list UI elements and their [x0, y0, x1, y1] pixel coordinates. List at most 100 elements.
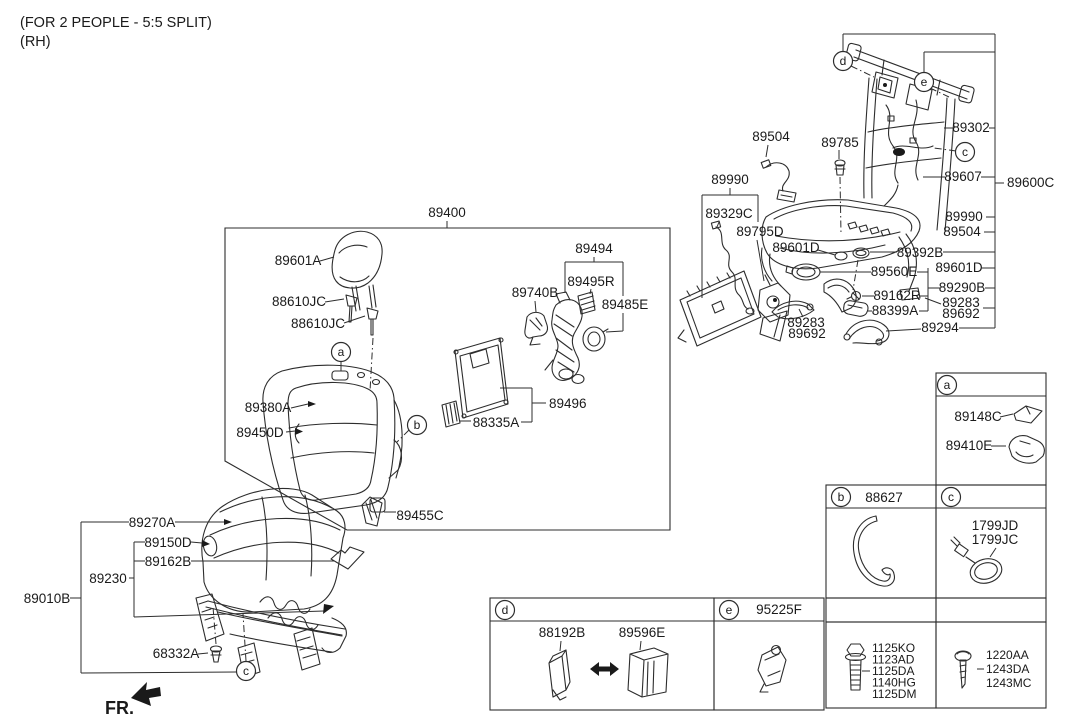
callout-e-legend: e: [718, 599, 740, 621]
label-89283-left: 89283: [787, 315, 825, 330]
legend-a-content: 89148C 89410E: [946, 405, 1045, 464]
pad-89455C-drawing: [361, 496, 383, 527]
label-89450D: 89450D: [236, 425, 284, 440]
label-89496: 89496: [549, 396, 587, 411]
label-89148C: 89148C: [954, 409, 1002, 424]
ring-89392B-drawing: [852, 247, 870, 259]
legend-e-content: [757, 644, 787, 693]
clip-89162R-drawing: [846, 290, 862, 302]
label-88399A: 88399A: [872, 303, 919, 318]
label-89162R: 89162R: [873, 288, 921, 303]
header-line2: (RH): [20, 34, 51, 50]
label-89010B: 89010B: [24, 591, 71, 606]
leader-arrowheads: [202, 401, 334, 614]
wire-89329C-drawing: [710, 220, 755, 315]
bush-89601D-drawing: [834, 251, 848, 261]
svg-text:a: a: [338, 345, 345, 359]
assembly-box-89400: [224, 221, 671, 531]
label-89494: 89494: [575, 241, 613, 256]
label-89601A: 89601A: [275, 253, 322, 268]
patch-89162B-drawing: [330, 546, 365, 570]
label-1799JC: 1799JC: [972, 532, 1019, 547]
callout-b-legend: b: [830, 486, 852, 508]
label-89485E: 89485E: [602, 297, 649, 312]
label-89504-left: 89504: [752, 129, 790, 144]
svg-text:c: c: [948, 490, 954, 504]
svg-text:b: b: [414, 418, 421, 432]
legend-d-content: 88192B 89596E: [539, 625, 669, 701]
label-89410E: 89410E: [946, 438, 993, 453]
clip-68332A-drawing: [209, 645, 223, 663]
bolt-drawing: [844, 643, 867, 691]
label-88335A: 88335A: [473, 415, 520, 430]
label-89692-right: 89692: [942, 306, 980, 321]
svg-text:c: c: [243, 664, 249, 678]
strap-89283-left-drawing: [759, 300, 815, 342]
svg-text:d: d: [840, 54, 847, 68]
cover-89560E-drawing: [785, 263, 821, 281]
callout-d-frame: d: [832, 50, 854, 72]
cap-88399A-drawing: [843, 300, 869, 317]
leader-lines: [70, 33, 1014, 674]
label-89504-right: 89504: [943, 224, 981, 239]
side-cover-89990-drawing: [677, 270, 762, 347]
callout-e-frame: e: [913, 71, 935, 93]
board-89496-drawing: [453, 337, 509, 419]
label-88610JC-2: 88610JC: [291, 316, 345, 331]
cushion-pan-drawing: [195, 593, 347, 678]
bracket-89740B-drawing: [524, 311, 549, 346]
strap-89294-drawing: [843, 319, 890, 346]
headrest-guides-drawing: [345, 294, 379, 336]
label-89795D: 89795D: [736, 224, 784, 239]
dash-dot-lines: [212, 65, 957, 662]
callout-c-cushion: c: [235, 660, 257, 682]
pad-88335A-drawing: [441, 400, 461, 428]
fr-arrow-icon: [131, 682, 161, 706]
swap-arrow-icon: [590, 662, 619, 676]
legend-b-title: 88627: [865, 490, 903, 505]
label-88610JC-1: 88610JC: [272, 294, 326, 309]
latch-89494-drawing: [544, 291, 585, 385]
label-89600C: 89600C: [1007, 175, 1055, 190]
label-89294: 89294: [921, 320, 959, 335]
headrest-drawing: [331, 230, 383, 312]
code-1140HG: 1140HG: [872, 676, 916, 690]
label-89162B: 89162B: [145, 554, 192, 569]
label-89283-right: 89283: [942, 295, 980, 310]
label-89400: 89400: [428, 205, 466, 220]
label-89560E: 89560E: [871, 264, 918, 279]
wire-89504-drawing: [760, 159, 797, 203]
label-89270A: 89270A: [129, 515, 176, 530]
handle-89485E-drawing: [582, 326, 609, 352]
bolt-codes: 1125KO 1123AD 1125DA 1140HG 1125DM: [872, 641, 916, 701]
stopper-89785-drawing: [834, 159, 846, 176]
code-1125DM: 1125DM: [872, 687, 916, 701]
label-89230: 89230: [89, 571, 127, 586]
fr-direction: FR.: [105, 682, 161, 718]
label-88192B: 88192B: [539, 625, 586, 640]
label-89150D: 89150D: [144, 535, 192, 550]
label-89495R: 89495R: [567, 274, 615, 289]
callout-d-legend: d: [494, 599, 516, 621]
legend-e-title: 95225F: [756, 602, 802, 617]
callout-a-main: a: [330, 341, 352, 363]
seat-frame-drawing: [845, 42, 975, 232]
latch-89795D-drawing: [757, 274, 791, 323]
latch-89495R-drawing: [577, 291, 596, 315]
label-89607: 89607: [944, 169, 982, 184]
header-line1: (FOR 2 PEOPLE - 5:5 SPLIT): [20, 15, 212, 31]
svg-text:d: d: [502, 603, 509, 617]
seat-cushion-drawing: [201, 487, 346, 613]
legend-table: [489, 372, 1047, 711]
legend-b-hook-drawing: [852, 515, 895, 587]
svg-text:e: e: [921, 75, 928, 89]
label-89596E: 89596E: [619, 625, 666, 640]
callout-a-legend: a: [936, 374, 958, 396]
code-1243DA: 1243DA: [986, 662, 1029, 676]
label-89380A: 89380A: [245, 400, 292, 415]
label-89329C: 89329C: [705, 206, 753, 221]
label-89392B: 89392B: [897, 245, 944, 260]
callout-c-frame: c: [954, 141, 976, 163]
